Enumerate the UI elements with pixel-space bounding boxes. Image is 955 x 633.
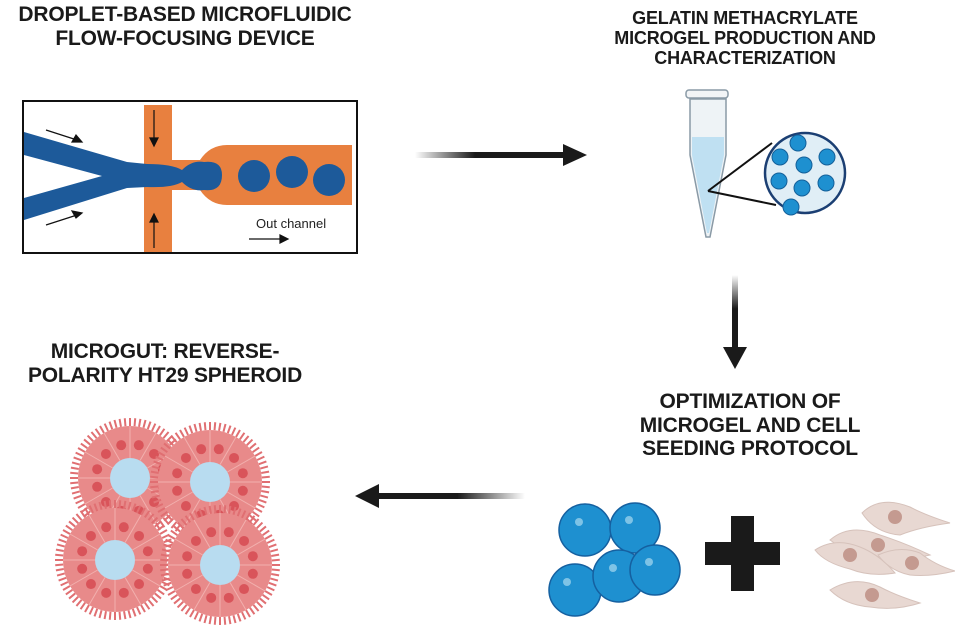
magnify-line [707, 142, 773, 192]
title-line: Optimization of [659, 390, 841, 413]
nucleus [77, 563, 88, 574]
nucleus [77, 546, 88, 557]
microgel [558, 503, 612, 557]
nucleus [92, 464, 103, 475]
nucleus [85, 530, 96, 541]
nucleus [190, 535, 201, 546]
nucleus [134, 579, 145, 590]
tube-cap [685, 89, 729, 99]
microgel-cluster [548, 502, 681, 617]
nucleus [196, 444, 207, 455]
nucleus [206, 527, 217, 538]
arrowhead [149, 137, 159, 148]
nucleus [223, 592, 234, 603]
step-4-title: Microgut: reverse- polarity HT29 spheroi… [0, 340, 330, 387]
droplet [313, 164, 345, 196]
title-line: Droplet-based microfluidic [18, 3, 352, 26]
magnify-line [707, 190, 777, 206]
nucleus [239, 584, 250, 595]
flow-arrow-icon [45, 214, 78, 226]
out-channel-label: Out channel [256, 216, 326, 231]
microgel [770, 172, 788, 190]
title-line: flow-focusing device [55, 26, 315, 50]
nucleus [85, 579, 96, 590]
nucleus [142, 546, 153, 557]
title-line: Microgut: reverse- [50, 340, 280, 363]
arrowhead [279, 234, 290, 244]
nucleus [172, 468, 183, 479]
microgel [795, 156, 813, 174]
step-2-title: Gelatin methacrylate microgel production… [580, 8, 910, 68]
arrowhead [149, 212, 159, 223]
nucleus [142, 563, 153, 574]
microgel [789, 134, 807, 152]
nucleus [116, 440, 127, 451]
droplet [276, 156, 308, 188]
spheroid [55, 500, 175, 620]
spheroid [160, 505, 280, 625]
droplet [238, 160, 270, 192]
nucleus [229, 501, 240, 512]
nucleus [134, 530, 145, 541]
lumen [200, 545, 240, 585]
lumen [190, 462, 230, 502]
nucleus [172, 485, 183, 496]
microgel [817, 174, 835, 192]
step-3-title: Optimization of microgel and cell seedin… [585, 390, 915, 461]
title-line: polarity HT29 spheroid [27, 363, 303, 387]
microfluidic-chip: Out channel [22, 100, 358, 254]
title-line: seeding protocol [642, 437, 858, 461]
lumen [95, 540, 135, 580]
arrowhead [70, 133, 84, 143]
nucleus [118, 522, 129, 533]
nucleus [213, 444, 224, 455]
microgel [629, 544, 681, 596]
flow-arrow-icon [45, 129, 78, 141]
nucleus [101, 587, 112, 598]
nucleus [239, 535, 250, 546]
title-line: microgel and cell [639, 413, 861, 437]
microgel [609, 502, 661, 554]
nucleus [100, 448, 111, 459]
cell [861, 501, 951, 536]
title-line: Gelatin methacrylate [632, 8, 858, 28]
nucleus [237, 485, 248, 496]
nucleus [118, 587, 129, 598]
title-line: microgel production and [614, 28, 876, 49]
nucleus [92, 481, 103, 492]
lumen [110, 458, 150, 498]
spheroid-cluster [55, 418, 280, 625]
dispersed-phase-inlet [24, 132, 222, 220]
microcentrifuge-tube [685, 89, 847, 238]
nucleus [206, 592, 217, 603]
nucleus [223, 527, 234, 538]
cells-group [814, 501, 955, 609]
microgel [818, 148, 836, 166]
nucleus [180, 452, 191, 463]
arrow-down-icon [723, 275, 747, 369]
step-1-title: Droplet-based microfluidic flow-focusing… [0, 3, 370, 50]
plus-icon [705, 516, 780, 591]
nucleus [182, 551, 193, 562]
nucleus [100, 497, 111, 508]
arrow-left-icon [355, 484, 525, 508]
tube-liquid [692, 137, 724, 233]
nucleus [133, 440, 144, 451]
microgel [782, 198, 800, 216]
microgel [793, 179, 811, 197]
nucleus [229, 452, 240, 463]
arrow-right-icon [415, 144, 587, 166]
nucleus [190, 584, 201, 595]
nucleus [247, 568, 258, 579]
arrowhead [70, 210, 84, 219]
microgel [771, 148, 789, 166]
nucleus [237, 468, 248, 479]
nucleus [182, 568, 193, 579]
title-line: characterization [654, 48, 836, 69]
nucleus [101, 522, 112, 533]
nucleus [247, 551, 258, 562]
nucleus [180, 501, 191, 512]
